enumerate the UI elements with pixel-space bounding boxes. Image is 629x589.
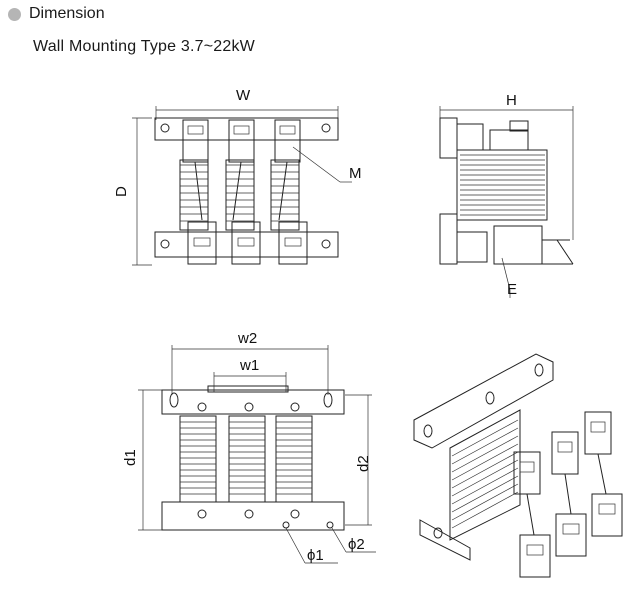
dim-label-d1: d1: [122, 449, 139, 466]
dim-label-phi1: ϕ1: [307, 547, 324, 564]
section-heading: Dimension: [8, 2, 105, 26]
dim-label-w2: w2: [237, 330, 257, 347]
dim-label-M: M: [349, 165, 362, 182]
dim-label-d2: d2: [355, 455, 372, 472]
dim-label-H: H: [506, 92, 517, 109]
side-view-drawing: H E: [439, 92, 574, 298]
section-title: Dimension: [29, 5, 105, 22]
bullet-icon: [8, 7, 21, 21]
plan-view-drawing: w2 w1 d1 d2: [122, 330, 376, 564]
dim-label-W: W: [236, 87, 251, 104]
dim-label-E: E: [507, 281, 517, 298]
diagram-subtitle: Wall Mounting Type 3.7~22kW: [33, 38, 255, 55]
front-view-drawing: W D: [113, 87, 362, 266]
dim-label-D: D: [113, 186, 130, 197]
dim-label-w1: w1: [239, 357, 259, 374]
dim-label-phi2: ϕ2: [348, 536, 365, 553]
isometric-view-drawing: [413, 353, 623, 578]
